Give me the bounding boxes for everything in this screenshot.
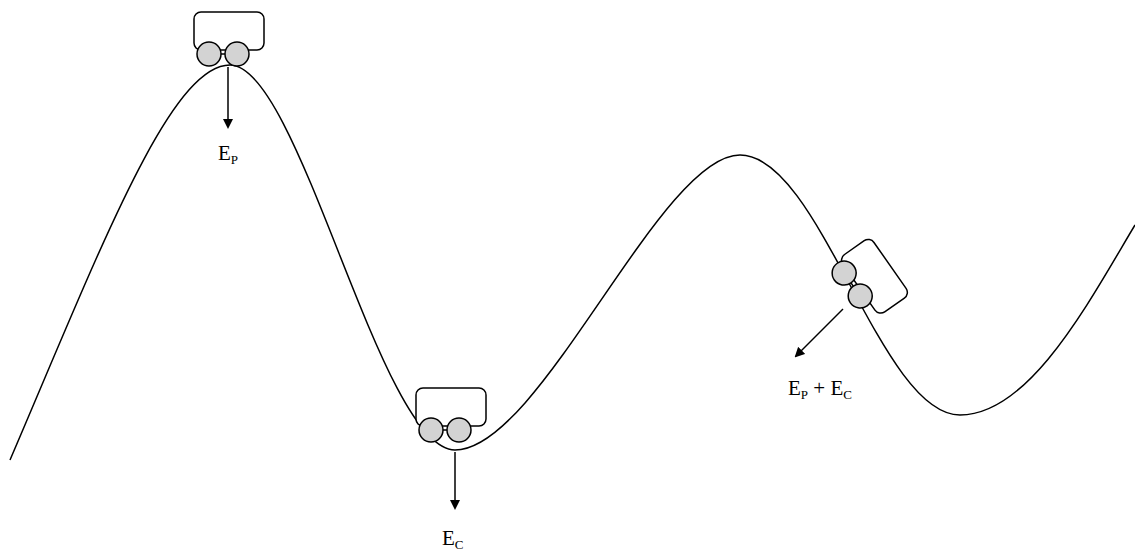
cart	[826, 237, 910, 325]
cart	[194, 12, 264, 66]
track-curve	[10, 65, 1135, 460]
force-arrow	[796, 309, 843, 356]
energy-label: EP + EC	[788, 378, 852, 401]
energy-label: EC	[442, 528, 464, 551]
energy-label: EP	[218, 143, 238, 166]
cart	[416, 388, 486, 442]
force-arrow	[227, 67, 229, 127]
force-arrow	[454, 452, 456, 508]
